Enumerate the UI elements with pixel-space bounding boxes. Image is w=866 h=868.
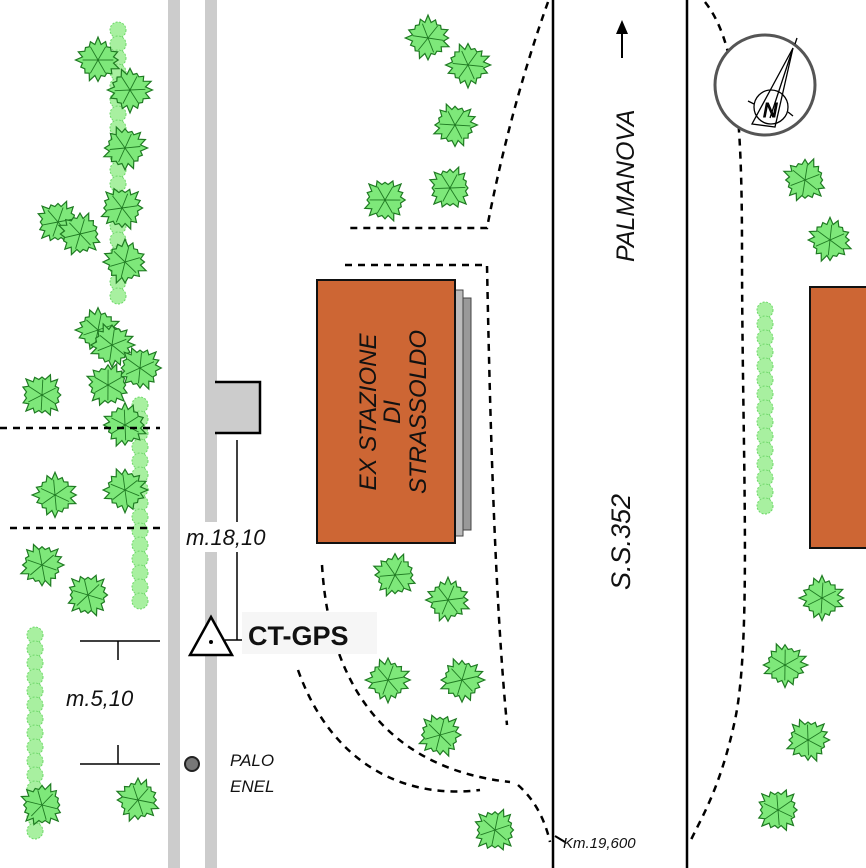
compass-letter: N xyxy=(763,100,778,122)
dimension-label-bg xyxy=(180,522,295,552)
north-arrow-icon: N xyxy=(713,33,817,137)
tree-icon xyxy=(806,215,853,263)
tree-icon xyxy=(30,470,78,519)
tree-icon xyxy=(117,346,163,391)
direction-label: PALMANOVA xyxy=(612,110,640,262)
tree-icon xyxy=(428,165,469,209)
tree-icon xyxy=(21,373,62,417)
tree-icon xyxy=(432,102,479,148)
tree-icon xyxy=(74,35,121,83)
platform-structure xyxy=(215,380,262,435)
tree-icon xyxy=(115,776,160,823)
tree-icon xyxy=(105,66,154,115)
tree-icon xyxy=(19,543,66,588)
building-right xyxy=(809,286,866,549)
direction-arrow-icon xyxy=(616,20,628,58)
tree-icon xyxy=(67,574,109,617)
tree-icon xyxy=(444,42,493,90)
tree-icon xyxy=(424,575,471,623)
tree-icon xyxy=(101,467,150,515)
pole-label-line1: PALO xyxy=(230,751,274,770)
tree-icon xyxy=(100,187,144,231)
tree-icon xyxy=(372,552,417,598)
tree-icon xyxy=(474,808,515,852)
tree-icon xyxy=(101,237,148,285)
tree-icon xyxy=(785,718,831,763)
tree-icon xyxy=(85,362,129,407)
station-label: CT-GPS xyxy=(248,621,349,651)
distance-station-label: m.18,10 xyxy=(186,525,266,550)
tree-icon xyxy=(20,782,62,826)
road-label: S.S.352 xyxy=(606,494,636,590)
building-label-line3: STRASSOLDO xyxy=(405,330,432,494)
tree-icon xyxy=(57,211,101,257)
building-label-line1: EX STAZIONE xyxy=(355,333,382,491)
ex-station-building xyxy=(316,279,456,544)
rail-left xyxy=(168,0,180,868)
tree-icon xyxy=(417,714,463,758)
trees xyxy=(19,13,853,852)
distance-pole-label: m.5,10 xyxy=(66,686,134,711)
tree-icon xyxy=(403,13,451,62)
tree-icon xyxy=(782,157,826,202)
tree-icon xyxy=(762,642,810,689)
utility-pole-icon xyxy=(184,756,200,772)
tree-icon xyxy=(363,656,412,705)
building-label-line2: DI xyxy=(379,400,406,424)
hedge-row xyxy=(26,626,44,840)
tree-icon xyxy=(797,574,846,623)
triangle-benchmark-icon xyxy=(187,614,235,657)
tree-icon xyxy=(363,179,407,223)
hedge-row xyxy=(756,301,774,515)
tree-icon xyxy=(757,788,799,832)
tree-icon xyxy=(439,657,487,704)
tree-icon xyxy=(102,125,150,172)
pole-label-line2: ENEL xyxy=(230,777,274,796)
station-label-bg xyxy=(242,612,377,654)
tree-icon xyxy=(89,322,137,369)
tree-icon xyxy=(102,401,148,448)
dimension-lines-pole xyxy=(80,640,160,765)
km-marker-tick xyxy=(554,835,566,843)
km-marker-label: Km.19,600 xyxy=(563,835,636,852)
